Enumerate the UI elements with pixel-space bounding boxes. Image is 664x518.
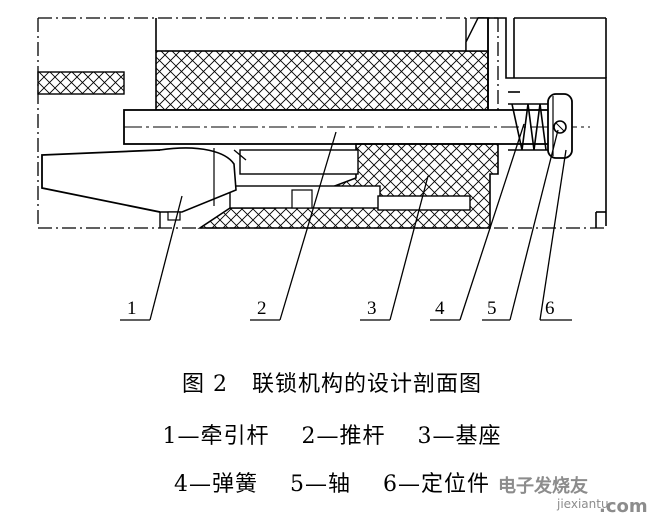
- legend-line-1: 1—牵引杆 2—推杆 3—基座: [162, 424, 502, 449]
- push-rod: [123, 109, 590, 145]
- left-hatched-strip: [37, 71, 125, 95]
- traction-lever: [41, 147, 247, 228]
- callout-4: 4: [435, 298, 445, 319]
- callout-5: 5: [487, 298, 497, 319]
- callout-1: 1: [127, 298, 137, 319]
- watermark-site-name: 电子发烧友: [498, 476, 588, 497]
- legend-line-2: 4—弹簧 5—轴 6—定位件: [174, 472, 490, 497]
- figure-title: 图 2 联锁机构的设计剖面图: [182, 372, 482, 397]
- watermark-domain: jiexiantu: [557, 497, 609, 511]
- callout-3: 3: [367, 298, 377, 319]
- callout-2: 2: [257, 298, 267, 319]
- shaft: [553, 120, 567, 134]
- leader-lines: [120, 123, 572, 321]
- callout-6: 6: [545, 298, 555, 319]
- base-block: [197, 143, 499, 229]
- upper-hatched-block: [155, 17, 489, 111]
- right-frame: [478, 17, 607, 228]
- watermark-suffix: .com: [599, 496, 648, 517]
